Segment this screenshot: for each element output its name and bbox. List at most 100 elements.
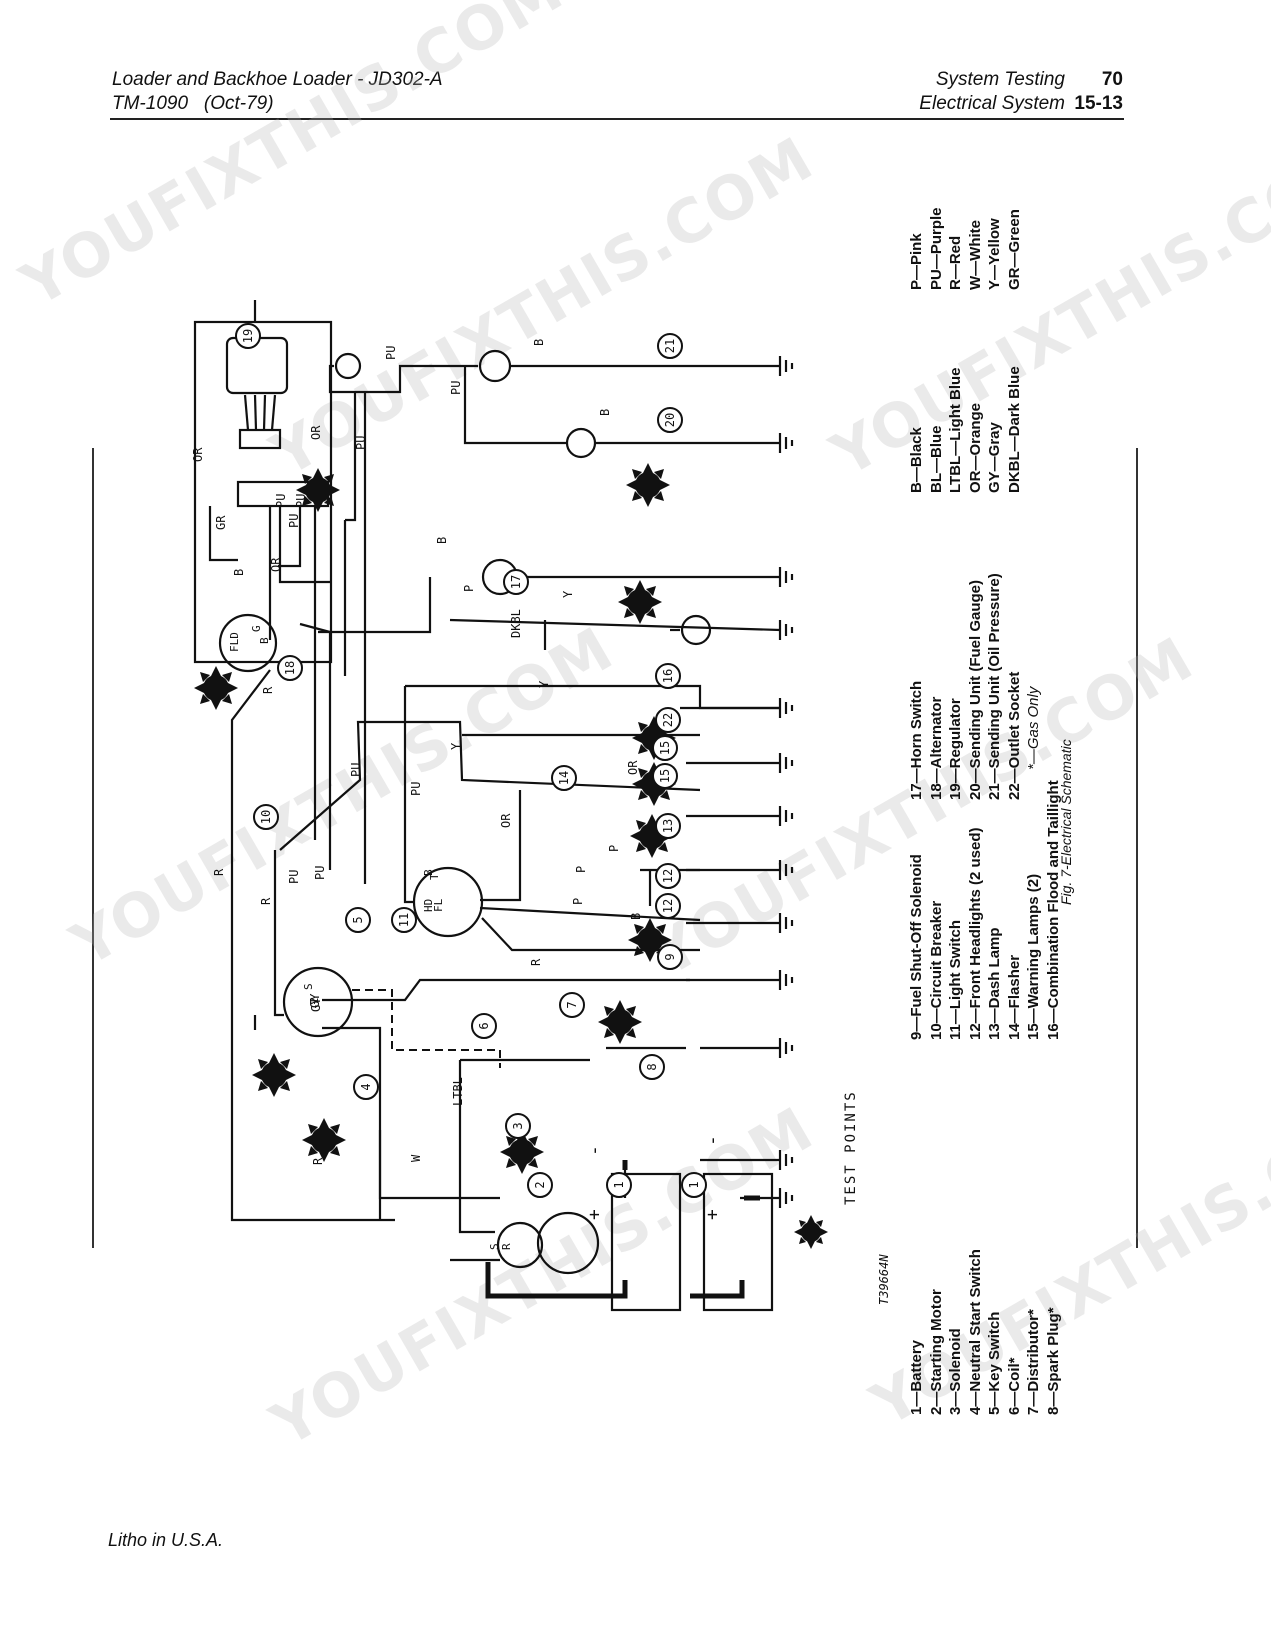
svg-text:17: 17 xyxy=(509,575,523,589)
legend-entry: 7—Distributor* xyxy=(1025,1309,1042,1415)
svg-text:19: 19 xyxy=(241,329,255,343)
callout-21: 21 xyxy=(657,333,683,359)
svg-text:12: 12 xyxy=(661,899,675,913)
wire-label: OR xyxy=(269,557,283,572)
test-point-icon xyxy=(626,463,670,507)
key-switch-symbol xyxy=(282,966,354,1038)
wire-label: R xyxy=(529,958,543,966)
svg-text:21: 21 xyxy=(663,339,677,353)
callout-2: 2 xyxy=(527,1172,553,1198)
wire-label: Y xyxy=(561,590,575,598)
wire-label: PU xyxy=(449,381,463,395)
callout-11: 11 xyxy=(391,907,417,933)
manual-title: Loader and Backhoe Loader - JD302-A xyxy=(112,69,443,90)
terminal-label: S xyxy=(302,983,315,990)
svg-text:7: 7 xyxy=(565,1001,579,1008)
wire-label: GY xyxy=(309,997,323,1012)
manual-id: TM-1090 (Oct-79) xyxy=(112,93,274,114)
battery-1 xyxy=(610,1172,682,1312)
callout-5: 5 xyxy=(345,907,371,933)
svg-text:12: 12 xyxy=(661,869,675,883)
callout-20: 20 xyxy=(657,407,683,433)
wire-label: PU xyxy=(287,514,301,528)
terminal-label: S xyxy=(488,1243,501,1250)
wire-label: OR xyxy=(309,425,323,440)
terminal-label: FLD xyxy=(228,632,241,652)
wire-label: OR xyxy=(191,447,205,462)
wire-label: DKBL xyxy=(509,609,523,638)
svg-text:14: 14 xyxy=(557,771,571,785)
terminal-label: - xyxy=(584,1145,605,1156)
wire-label: Y xyxy=(449,742,463,750)
wire-label: OR xyxy=(626,760,640,775)
wire-label: PU xyxy=(313,866,327,880)
callout-19: 19 xyxy=(235,323,261,349)
wire-label: Y xyxy=(537,680,551,688)
legend-entry: 13—Dash Lamp xyxy=(986,927,1003,1040)
wire-label: GR xyxy=(214,515,228,530)
svg-text:5: 5 xyxy=(351,916,365,923)
legend-entry: 9—Fuel Shut-Off Solenoid xyxy=(908,854,925,1040)
legend-entry: Y—Yellow xyxy=(986,218,1003,290)
callout-7: 7 xyxy=(559,992,585,1018)
legend-entry: 4—Neutral Start Switch xyxy=(966,1249,984,1415)
svg-text:15: 15 xyxy=(658,741,672,755)
wire-label: B xyxy=(532,339,546,346)
legend-entry: 17—Horn Switch xyxy=(908,680,925,800)
legend-entry: 6—Coil* xyxy=(1005,1357,1023,1415)
page-number: 70 xyxy=(1101,69,1123,90)
terminal-label: B xyxy=(422,869,435,876)
left-margin-rule xyxy=(92,448,94,1248)
header-left: Loader and Backhoe Loader - JD302-A TM-1… xyxy=(112,68,443,116)
svg-text:8: 8 xyxy=(645,1063,659,1070)
legend-entry: 1—Battery xyxy=(908,1339,925,1415)
terminal-label: G xyxy=(250,625,263,632)
legend-entry: 11—Light Switch xyxy=(947,919,964,1040)
callout-1: 1 xyxy=(606,1172,632,1198)
legend-entry: 3—Solenoid xyxy=(947,1328,964,1415)
legend-entry: GR—Green xyxy=(1005,209,1023,290)
wire-label: PU xyxy=(274,494,288,508)
section-title: System Testing xyxy=(935,69,1065,90)
svg-text:9: 9 xyxy=(663,953,677,960)
callout-3: 3 xyxy=(505,1113,531,1139)
callout-4: 4 xyxy=(353,1074,379,1100)
test-point-icon xyxy=(194,666,238,710)
wire-label: B xyxy=(232,569,246,576)
svg-text:16: 16 xyxy=(661,669,675,683)
test-point-icon xyxy=(598,1000,642,1044)
test-point-icon xyxy=(302,1118,346,1162)
svg-text:11: 11 xyxy=(397,913,411,927)
callout-12: 12 xyxy=(655,893,681,919)
svg-text:1: 1 xyxy=(687,1181,701,1188)
header-rule xyxy=(110,118,1124,120)
test-points-label: TEST POINTS xyxy=(843,1090,859,1205)
wire-label: P xyxy=(462,585,476,592)
legend-entry: 2—Starting Motor xyxy=(927,1289,945,1415)
wire-label: R xyxy=(261,686,275,694)
terminal-label: - xyxy=(702,1135,723,1146)
legend-entry: P—Pink xyxy=(908,233,925,290)
wire-label: P xyxy=(607,845,621,852)
legend-entry: 18—Alternator xyxy=(927,696,945,800)
callout-8: 8 xyxy=(639,1054,665,1080)
terminal-label: + xyxy=(584,1209,605,1220)
svg-text:20: 20 xyxy=(663,413,677,427)
callout-22: 22 xyxy=(655,707,681,733)
wire-label: B xyxy=(598,409,612,416)
svg-text:13: 13 xyxy=(661,819,675,833)
legend-entry: 8—Spark Plug* xyxy=(1044,1307,1062,1415)
legend-entry: BL—Blue xyxy=(927,425,945,494)
test-point-icon xyxy=(252,1053,296,1097)
legend-entry: PU—Purple xyxy=(927,207,945,290)
callout-9: 9 xyxy=(657,944,683,970)
footer-text: Litho in U.S.A. xyxy=(108,1530,224,1550)
legend-entry: R—Red xyxy=(947,235,964,290)
callout-14: 14 xyxy=(551,765,577,791)
